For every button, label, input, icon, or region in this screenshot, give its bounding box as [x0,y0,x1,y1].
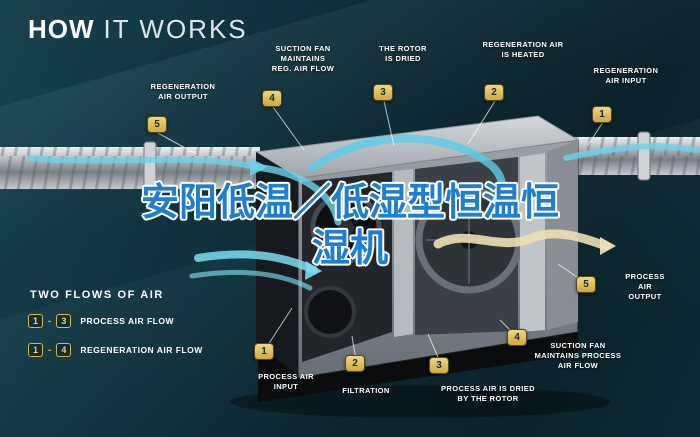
legend-badge-to: 3 [56,314,72,328]
chinese-watermark-title: 安阳低温／低湿型恒温恒 湿机 [0,180,700,271]
step-badge-3-rotor-dried: 3 [373,84,393,101]
legend-label-regeneration-air: REGENERATION AIR FLOW [80,345,203,355]
step-badge-3-process-dried: 3 [429,357,449,374]
process-air-output-flow [433,229,611,251]
dehumidifier-machine [230,115,610,418]
chinese-watermark-line1: 安阳低温／低湿型恒温恒 [140,180,559,224]
step-badge-4-suction-fan-process: 4 [507,329,527,346]
callout-process-air-dried-by-rotor: PROCESS AIR IS DRIED BY THE ROTOR [441,384,535,404]
callout-process-air-input: PROCESS AIR INPUT [258,372,314,392]
legend-badge-from: 1 [28,314,43,328]
regeneration-output-duct [0,141,260,195]
chinese-watermark-line2: 湿机 [311,225,388,270]
regen-air-top-swirl [308,134,507,214]
air-flow-arrows [27,134,699,291]
legend-title: TWO FLOWS OF AIR [30,289,164,301]
blower-graphic [304,286,356,338]
callout-suction-fan-process-air-flow: SUCTION FAN MAINTAINS PROCESS AIR FLOW [534,341,622,371]
callout-rotor-is-dried: THE ROTOR IS DRIED [379,44,427,64]
process-air-input-flow-2 [189,269,313,291]
step-badge-1-regen-input: 1 [592,106,612,123]
step-badge-5-process-output: 5 [576,276,596,293]
callout-regeneration-air-output: REGENERATION AIR OUTPUT [150,82,216,102]
legend-separator: - [48,344,52,356]
legend-label-process-air: PROCESS AIR FLOW [80,316,174,326]
callout-suction-fan-reg-air-flow: SUCTION FAN MAINTAINS REG. AIR FLOW [271,44,335,74]
legend-row-regeneration-air: 1 - 4 REGENERATION AIR FLOW [28,343,203,357]
page-title: HOW IT WORKS [28,14,248,45]
callout-filtration: FILTRATION [342,386,390,395]
regen-air-output-flow [27,155,259,170]
legend-row-process-air: 1 - 3 PROCESS AIR FLOW [28,314,174,328]
step-badge-2-filtration: 2 [345,355,365,372]
process-air-input-flow [194,250,318,274]
legend-badge-to: 4 [56,343,72,357]
step-badge-5-regen-output: 5 [147,116,167,133]
legend-separator: - [48,315,52,327]
legend-badge-from: 1 [28,343,43,357]
callout-process-air-output: PROCESS AIR OUTPUT [625,272,665,302]
regen-air-internal-flow [252,163,342,226]
page-title-bold: HOW [28,14,95,44]
step-badge-4-suction-fan-reg: 4 [262,90,282,107]
step-badge-2-regen-heated: 2 [484,84,504,101]
regen-air-input-flow [563,143,699,161]
page-title-light: IT WORKS [103,14,248,44]
callout-regeneration-air-input: REGENERATION AIR INPUT [593,66,659,86]
step-badge-1-process-input: 1 [254,343,274,360]
callout-regeneration-air-heated: REGENERATION AIR IS HEATED [482,40,564,60]
